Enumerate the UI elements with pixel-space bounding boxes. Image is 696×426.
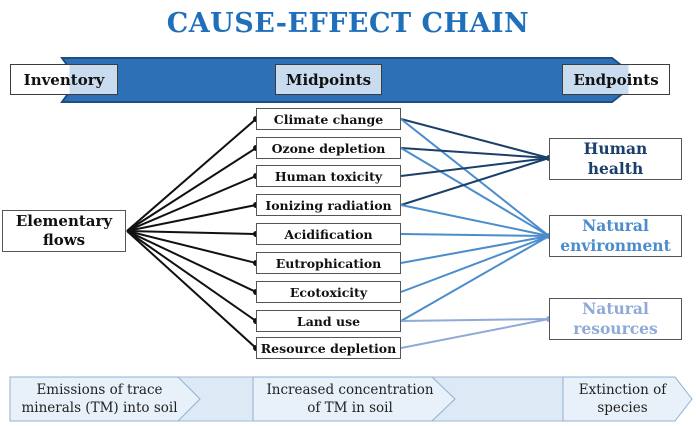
impact-link [400, 147, 550, 159]
impact-link [400, 147, 550, 237]
impact-link [400, 204, 550, 237]
impact-link [400, 233, 550, 237]
impact-link [400, 318, 550, 349]
impact-link [400, 157, 550, 177]
stage-midpoints: Midpoints [275, 64, 382, 95]
midpoint-ecotoxicity: Ecotoxicity [256, 281, 401, 303]
stage-inventory: Inventory [10, 64, 118, 95]
example-line1: Increased concentration [266, 382, 434, 398]
elementary-flows-line2: flows [42, 231, 86, 249]
example-step-extinction: Extinction of species [565, 381, 680, 417]
midpoint-eutrophication: Eutrophication [256, 252, 401, 274]
impact-link [400, 118, 550, 159]
flow-link [126, 230, 257, 235]
midpoint-ionizing-radiation: Ionizing radiation [256, 194, 401, 216]
midpoint-acidification: Acidification [256, 223, 401, 245]
example-step-concentration: Increased concentration of TM in soil [255, 381, 445, 417]
elementary-flows-line1: Elementary [15, 212, 113, 230]
impact-link [400, 235, 550, 322]
flow-link [126, 175, 257, 232]
example-step-emissions: Emissions of trace minerals (TM) into so… [12, 381, 187, 417]
endpoint-line2: environment [560, 236, 671, 255]
endpoint-line1: Natural [582, 216, 649, 235]
impact-link [400, 235, 550, 264]
flow-link [126, 230, 257, 322]
stage-endpoints: Endpoints [562, 64, 670, 95]
bottom-arrow-2 [252, 376, 456, 422]
example-line1: Emissions of trace [36, 382, 163, 398]
impact-link [400, 118, 550, 237]
flow-link [126, 204, 257, 232]
midpoint-climate-change: Climate change [256, 108, 401, 130]
example-line2: of TM in soil [307, 400, 393, 416]
bottom-arrow-1 [9, 376, 201, 422]
endpoint-line1: Human [583, 139, 648, 158]
impact-link [400, 235, 550, 293]
example-line2: species [597, 400, 648, 416]
midpoint-ozone-depletion: Ozone depletion [256, 137, 401, 159]
midpoint-human-toxicity: Human toxicity [256, 165, 401, 187]
flow-link [126, 230, 257, 293]
diagram-title: CAUSE-EFFECT CHAIN [166, 8, 530, 39]
endpoint-line2: resources [573, 319, 658, 338]
flow-link [126, 147, 257, 232]
midpoint-resource-depletion: Resource depletion [256, 337, 401, 359]
midpoint-land-use: Land use [256, 310, 401, 332]
elementary-flows-box: Elementary flows [2, 210, 126, 252]
impact-link [400, 157, 550, 206]
example-line1: Extinction of [578, 382, 667, 398]
impact-link [400, 318, 550, 322]
example-line2: minerals (TM) into soil [21, 400, 178, 416]
flow-links [126, 116, 259, 351]
flow-link [126, 118, 257, 232]
endpoint-line2: health [587, 159, 644, 178]
endpoint-line1: Natural [582, 299, 649, 318]
impact-links [400, 118, 552, 349]
flow-link [126, 230, 257, 349]
bottom-arrow-3 [562, 376, 693, 422]
flow-link [126, 230, 257, 264]
